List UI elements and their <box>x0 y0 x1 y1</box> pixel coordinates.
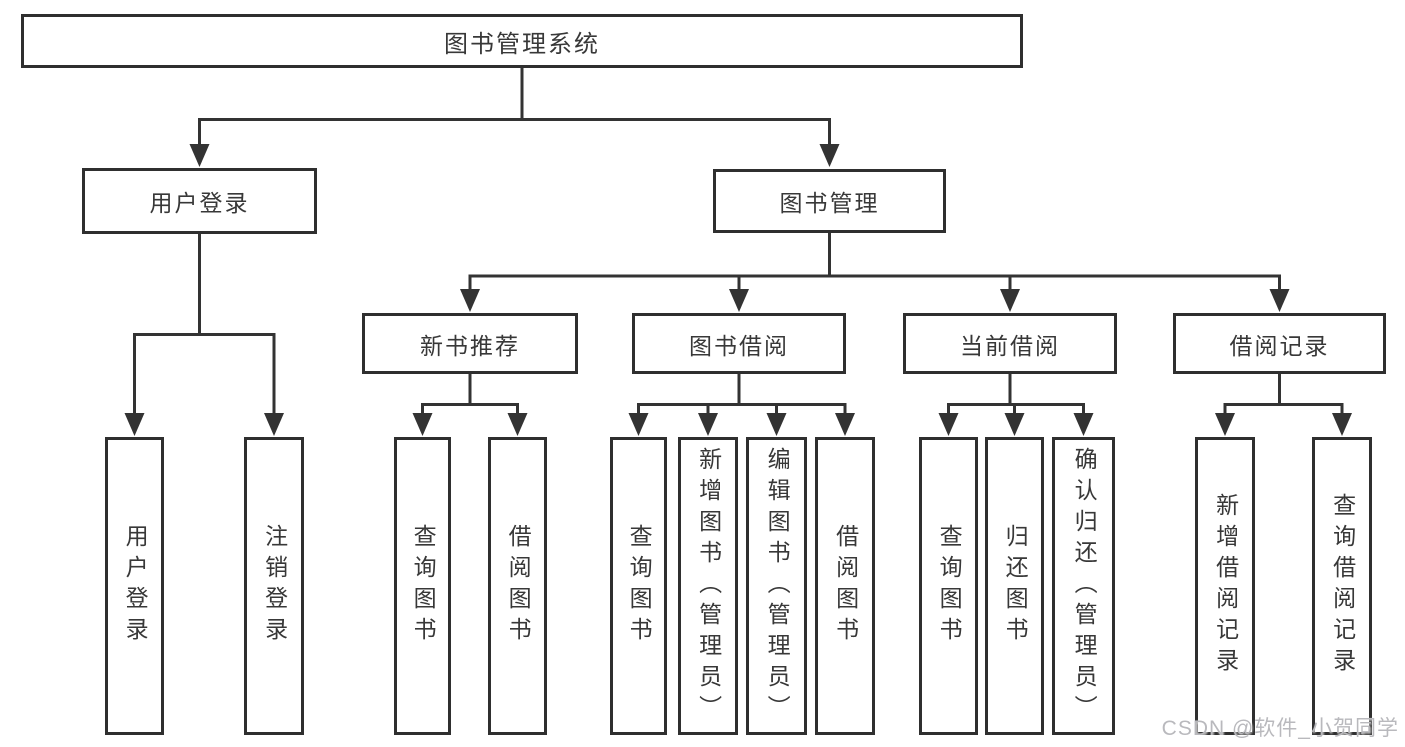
node-leaf-query-book-borrow: 查询图书 <box>610 437 667 735</box>
node-current-borrow: 当前借阅 <box>903 313 1117 374</box>
connector-user-login-to-leaves <box>124 234 284 436</box>
node-leaf-borrow-book-recommend: 借阅图书 <box>488 437 547 735</box>
node-user-login: 用户登录 <box>82 168 317 234</box>
connector-borrow-records-to-leaves <box>1215 374 1352 436</box>
node-book-borrow: 图书借阅 <box>632 313 846 374</box>
node-new-book-recommend: 新书推荐 <box>362 313 578 374</box>
node-leaf-return-book: 归还图书 <box>985 437 1044 735</box>
connector-new-book-recommend-to-leaves <box>412 374 528 436</box>
node-leaf-logout: 注销登录 <box>244 437 304 735</box>
node-leaf-query-book-current: 查询图书 <box>919 437 978 735</box>
node-leaf-confirm-return-admin: 确认归还（管理员） <box>1052 437 1115 735</box>
node-leaf-user-login: 用户登录 <box>105 437 164 735</box>
node-leaf-edit-book-admin: 编辑图书（管理员） <box>746 437 807 735</box>
node-leaf-query-borrow-record: 查询借阅记录 <box>1312 437 1372 735</box>
connector-book-borrow-to-leaves <box>628 374 855 436</box>
connector-root-to-level2 <box>189 68 840 167</box>
csdn-watermark: CSDN @软件_小贺同学 <box>1161 717 1399 740</box>
node-borrow-records: 借阅记录 <box>1173 313 1386 374</box>
connector-current-borrow-to-leaves <box>938 374 1094 436</box>
node-leaf-borrow-book: 借阅图书 <box>815 437 875 735</box>
node-book-management: 图书管理 <box>713 169 946 233</box>
node-leaf-query-book-recommend: 查询图书 <box>394 437 451 735</box>
node-leaf-add-book-admin: 新增图书（管理员） <box>678 437 738 735</box>
connector-book-management-to-level3 <box>460 233 1290 312</box>
node-leaf-add-borrow-record: 新增借阅记录 <box>1195 437 1255 735</box>
node-root: 图书管理系统 <box>21 14 1023 68</box>
